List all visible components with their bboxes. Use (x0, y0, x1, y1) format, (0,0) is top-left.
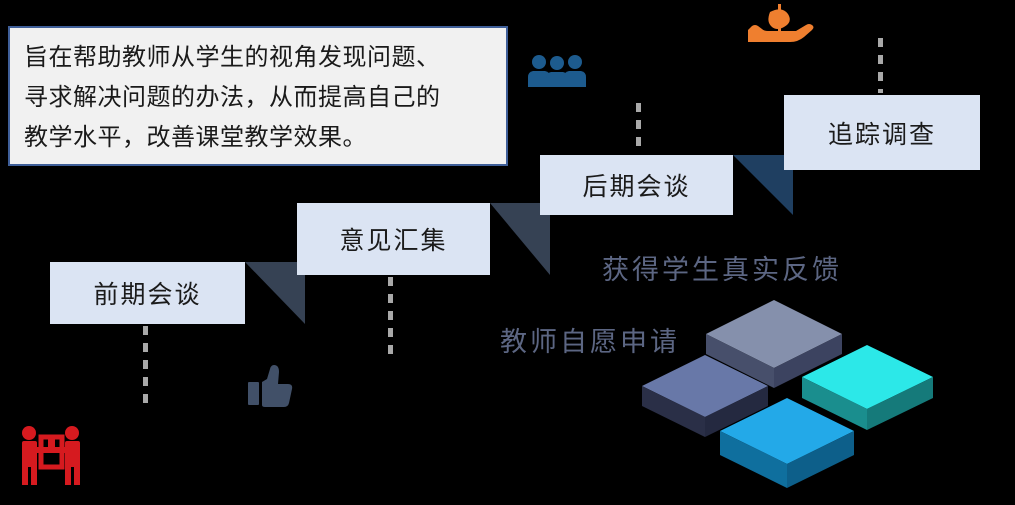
step-arrow-3 (733, 155, 793, 215)
description-textbox: 旨在帮助教师从学生的视角发现问题、 寻求解决问题的办法，从而提高自己的 教学水平… (8, 26, 508, 166)
connector-dash-4 (878, 38, 883, 93)
connector-dash-2 (388, 277, 393, 355)
description-line-3: 教学水平，改善课堂教学效果。 (24, 125, 367, 151)
description-line-1: 旨在帮助教师从学生的视角发现问题、 (24, 45, 441, 71)
step-arrow-2 (490, 203, 550, 275)
step-label-4: 追踪调查 (827, 121, 936, 149)
step-label-3: 后期会谈 (582, 174, 691, 201)
block-blue (718, 398, 856, 505)
step-box-2[interactable]: 意见汇集 (297, 203, 490, 275)
block-slate-blue (640, 355, 770, 455)
description-line-2: 寻求解决问题的办法，从而提高自己的 (24, 85, 441, 111)
connector-dash-3 (636, 103, 641, 151)
caption-teacher-application: 教师自愿申请 (500, 327, 680, 357)
step-arrow-1 (245, 262, 305, 324)
step-box-4[interactable]: 追踪调查 (784, 95, 980, 170)
people-carrying-box-icon (14, 425, 94, 487)
block-gray-blue (704, 300, 844, 405)
hand-holding-money-icon (748, 4, 818, 46)
thumbs-up-icon (248, 362, 296, 412)
people-group-icon (527, 52, 587, 87)
step-label-2: 意见汇集 (339, 228, 448, 255)
step-box-1[interactable]: 前期会谈 (50, 262, 245, 324)
caption-student-feedback: 获得学生真实反馈 (602, 255, 842, 285)
step-label-1: 前期会谈 (93, 282, 202, 309)
block-cyan (800, 345, 935, 445)
step-box-3[interactable]: 后期会谈 (540, 155, 733, 215)
connector-dash-1 (143, 326, 148, 406)
